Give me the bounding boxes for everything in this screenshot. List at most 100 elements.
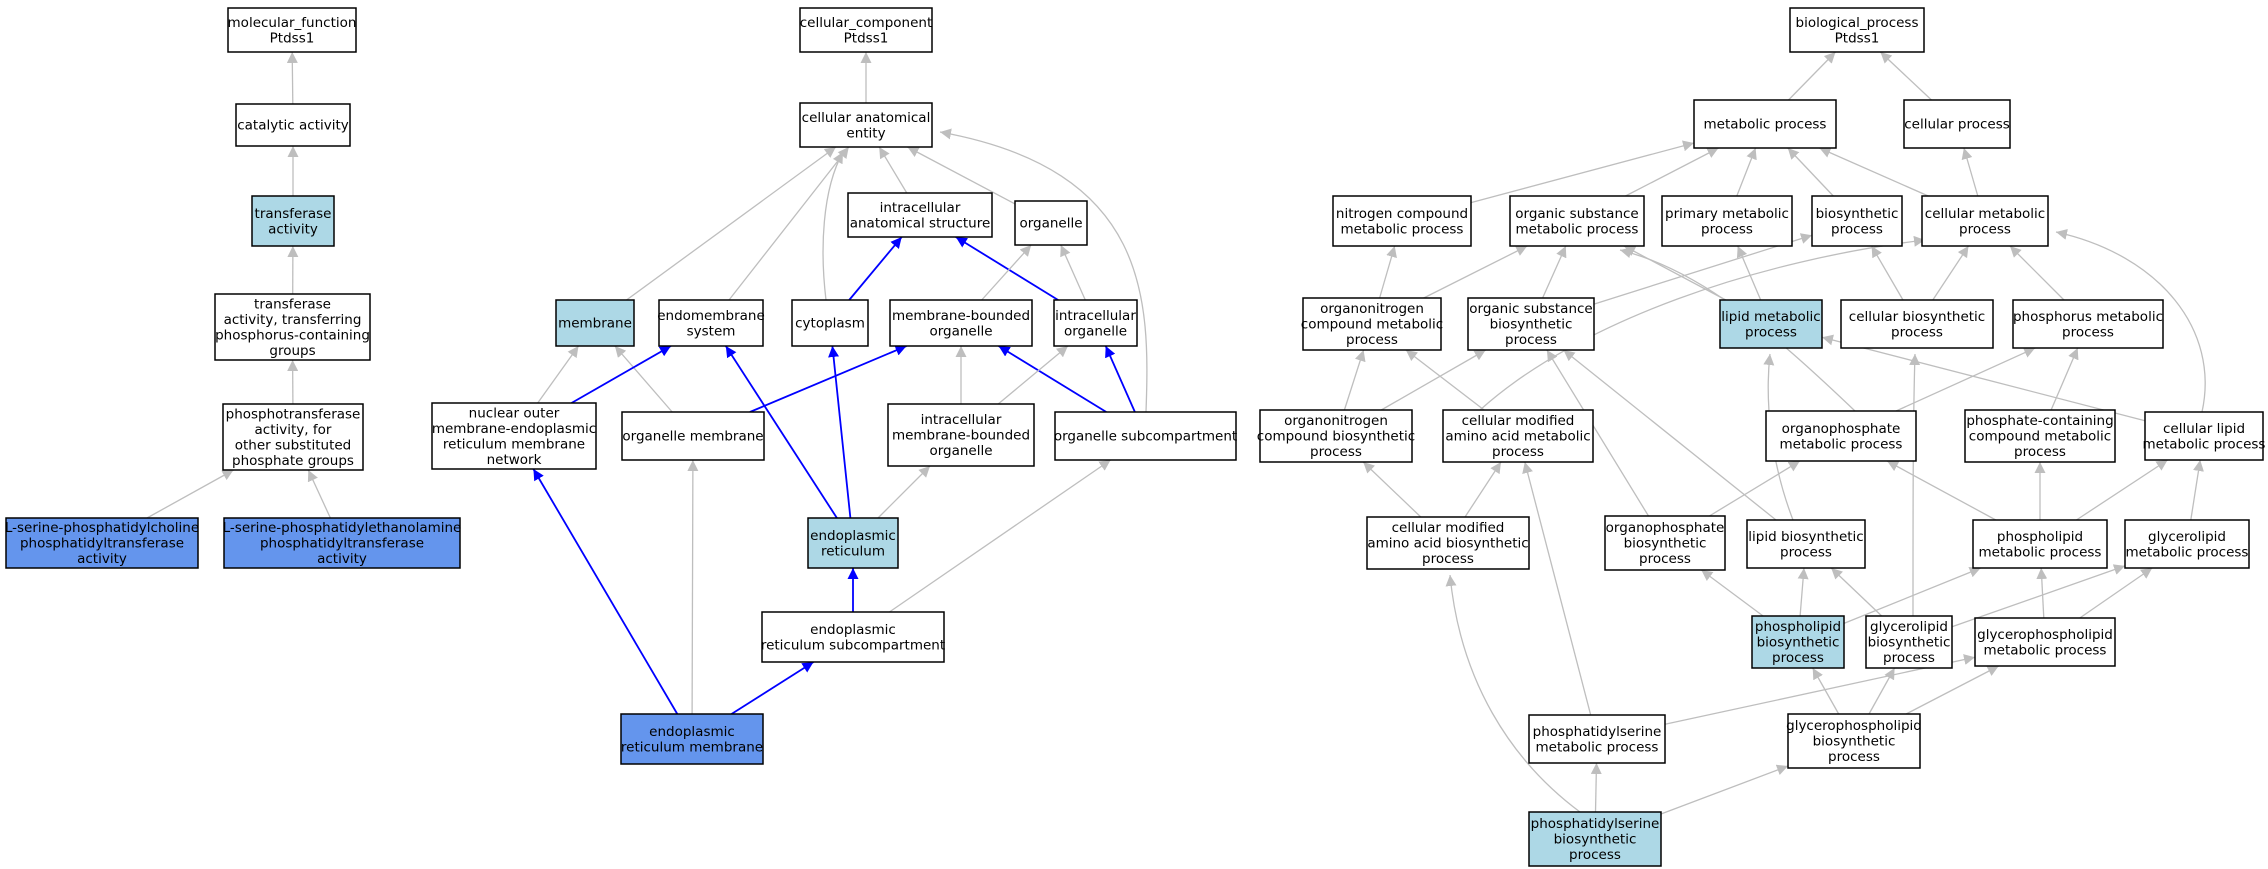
edge-glycerolipid-bp-to-cellular-bp xyxy=(1909,353,1921,617)
node-label-line: phosphotransferase xyxy=(226,406,361,422)
node-label-line: process xyxy=(1639,551,1691,567)
go-term-node-membrane[interactable]: membrane xyxy=(555,299,635,347)
node-box xyxy=(227,7,357,53)
node-box xyxy=(1903,99,2011,149)
node-label-line: metabolic process xyxy=(1516,221,1639,237)
node-label-line: phospholipid xyxy=(1755,619,1841,635)
go-term-node-organelle[interactable]: organelle xyxy=(1014,200,1088,246)
edge-cellular-mp-to-metabolic-process xyxy=(1819,147,1929,197)
node-box xyxy=(1964,409,2116,463)
go-term-node-cellular-process[interactable]: cellular process xyxy=(1903,99,2011,149)
go-term-node-catalytic-activity[interactable]: catalytic activity xyxy=(235,103,351,147)
node-label-line: reticulum membrane xyxy=(621,739,763,755)
node-label-line: anatomical structure xyxy=(850,215,991,231)
edge-intracellular-anatomical-structure-to-cellular-anatomical-entity xyxy=(878,146,908,194)
go-term-node-metabolic-process[interactable]: metabolic process xyxy=(1693,99,1837,149)
go-term-node-nuclear-outer-membrane-network[interactable]: nuclear outermembrane-endoplasmicreticul… xyxy=(431,402,597,470)
node-label-line: cellular modified xyxy=(1392,520,1505,536)
go-term-node-cytoplasm[interactable]: cytoplasm xyxy=(791,299,869,347)
node-box xyxy=(1840,299,1994,349)
node-box xyxy=(1693,99,1837,149)
node-label-line: metabolic process xyxy=(2126,544,2249,560)
node-label-line: process xyxy=(1828,749,1880,765)
node-box xyxy=(1014,200,1088,246)
node-label-line: phospholipid xyxy=(1997,529,2083,545)
node-box xyxy=(761,611,945,663)
go-term-node-ps-ethanolamine[interactable]: L-serine-phosphatidylethanolaminephospha… xyxy=(223,517,462,569)
node-box xyxy=(1366,516,1530,570)
node-label-line: phosphatidylserine xyxy=(1533,724,1662,740)
edge-endomembrane-system-to-cellular-anatomical-entity xyxy=(728,146,850,301)
node-label-line: transferase xyxy=(254,296,331,312)
node-box xyxy=(1972,519,2108,569)
node-label-line: L-serine-phosphatidylcholine xyxy=(5,520,199,536)
node-label-line: organophosphate xyxy=(1606,520,1725,536)
node-label-line: lipid biosynthetic xyxy=(1748,529,1863,545)
edge-phosphatidylserine-bp-to-cellular-modified-aa-bp xyxy=(1445,574,1581,813)
node-label-line: entity xyxy=(846,125,885,141)
node-label-line: process xyxy=(1422,551,1474,567)
node-label-line: membrane-endoplasmic xyxy=(432,421,596,437)
node-label-line: phosphorus-containing xyxy=(215,327,370,343)
edge-cellular-lipid-mp-to-cellular-mp xyxy=(2055,229,2206,413)
node-box xyxy=(658,299,764,347)
edge-phospholipid-mp-to-cellular-lipid-mp xyxy=(2076,459,2168,521)
node-label-line: process xyxy=(1891,324,1943,340)
node-box xyxy=(620,713,764,765)
go-term-node-organelle-subcompartment[interactable]: organelle subcompartment xyxy=(1054,411,1237,461)
node-label-line: process xyxy=(1492,444,1544,460)
node-label-line: biosynthetic xyxy=(1757,635,1840,651)
edge-nuclear-outer-membrane-network-to-membrane xyxy=(537,345,580,404)
node-box xyxy=(1765,410,1917,462)
node-label-line: molecular_function xyxy=(228,15,357,31)
node-box xyxy=(1719,299,1823,349)
edge-cytoplasm-to-cellular-anatomical-entity xyxy=(822,151,844,301)
edge-intracellular-organelle-to-organelle xyxy=(1060,244,1086,301)
node-label-line: nitrogen compound xyxy=(1336,206,1468,222)
go-term-node-organelle-membrane[interactable]: organelle membrane xyxy=(621,411,765,461)
node-box xyxy=(847,192,993,238)
go-term-node-ps-choline[interactable]: L-serine-phosphatidylcholinephosphatidyl… xyxy=(5,517,199,569)
